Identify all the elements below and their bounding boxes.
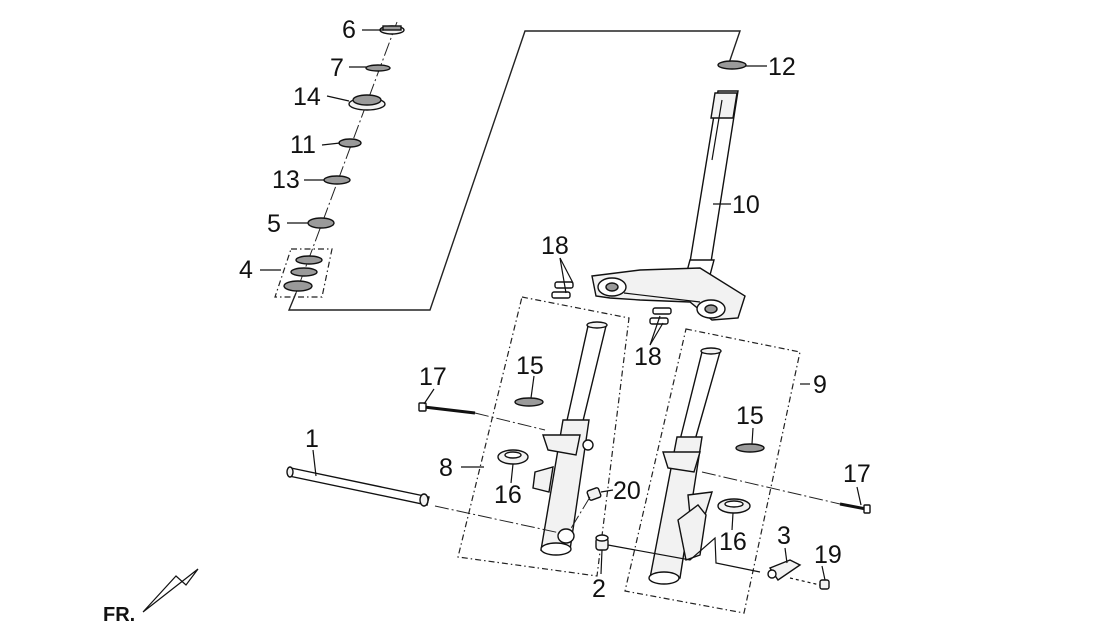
label-part-20: 20 — [613, 477, 641, 505]
right-fork-leg — [648, 347, 722, 585]
label-part-13: 13 — [272, 166, 300, 194]
axle-axis — [434, 505, 561, 534]
front-direction-label: FR. — [103, 604, 135, 626]
label-part-9: 9 — [813, 371, 827, 399]
part-16-dust-seal-right — [717, 498, 751, 514]
part-16-dust-seal-left — [497, 449, 529, 465]
part-17-bolt-right — [839, 502, 871, 514]
part-17-bolt-left — [418, 402, 476, 415]
part-5-cone-race — [307, 217, 335, 229]
collar-leader — [607, 536, 761, 573]
lower-fork-bridge — [591, 267, 746, 321]
label-part-6: 6 — [342, 16, 356, 44]
bearing-stack-assembly — [274, 21, 405, 298]
part-4-bearing-set — [274, 248, 333, 298]
part-1-front-axle — [286, 466, 430, 507]
drain-bolt-axis — [569, 496, 591, 531]
part-15-oil-seal-right — [735, 443, 765, 453]
label-part-4: 4 — [239, 256, 253, 284]
label-part-17a: 17 — [419, 363, 447, 391]
front-direction-marker: FR. — [103, 568, 199, 626]
sensor-bolt-line — [789, 577, 821, 586]
label-part-12: 12 — [768, 53, 796, 81]
label-part-1: 1 — [305, 425, 319, 453]
label-part-16b: 16 — [719, 528, 747, 556]
part-7-washer — [365, 64, 391, 72]
label-part-19: 19 — [814, 541, 842, 569]
part-15-oil-seal-left — [514, 397, 544, 407]
part-20-drain-bolt — [586, 487, 602, 501]
label-part-16a: 16 — [494, 481, 522, 509]
stack-group-outline — [287, 30, 741, 311]
label-part-15a: 15 — [516, 352, 544, 380]
part-2-spacer-collar — [595, 534, 609, 551]
label-part-18a: 18 — [541, 232, 569, 260]
part-19-bolt — [819, 579, 830, 590]
part-11-cone-race — [338, 138, 362, 148]
label-part-2: 2 — [592, 575, 606, 603]
part-10-steering-stem — [685, 90, 739, 276]
part-3-sensor — [767, 559, 802, 581]
front-direction-arrow-icon — [142, 568, 199, 613]
label-part-10: 10 — [732, 191, 760, 219]
bolt-axis-right — [701, 471, 841, 505]
label-part-7: 7 — [330, 54, 344, 82]
label-part-17b: 17 — [843, 460, 871, 488]
leader-lines — [260, 29, 862, 581]
label-part-18b: 18 — [634, 343, 662, 371]
part-labels: 6 7 14 11 13 5 4 12 10 18 18 15 17 1 8 1… — [239, 16, 871, 603]
part-18-clamp-bolts — [551, 281, 672, 325]
label-part-3: 3 — [777, 522, 791, 550]
part-14-adjusting-nut — [348, 94, 386, 111]
label-part-5: 5 — [267, 210, 281, 238]
bolt-axis-left — [474, 412, 546, 431]
part-12-stem-washer — [717, 60, 747, 70]
label-part-14: 14 — [293, 83, 321, 111]
left-fork-box — [457, 296, 630, 577]
left-fork-leg — [532, 321, 608, 556]
label-part-11: 11 — [290, 131, 316, 159]
label-part-15b: 15 — [736, 402, 764, 430]
label-part-8: 8 — [439, 454, 453, 482]
part-13-ball-race — [323, 175, 351, 185]
right-fork-box — [624, 328, 801, 614]
